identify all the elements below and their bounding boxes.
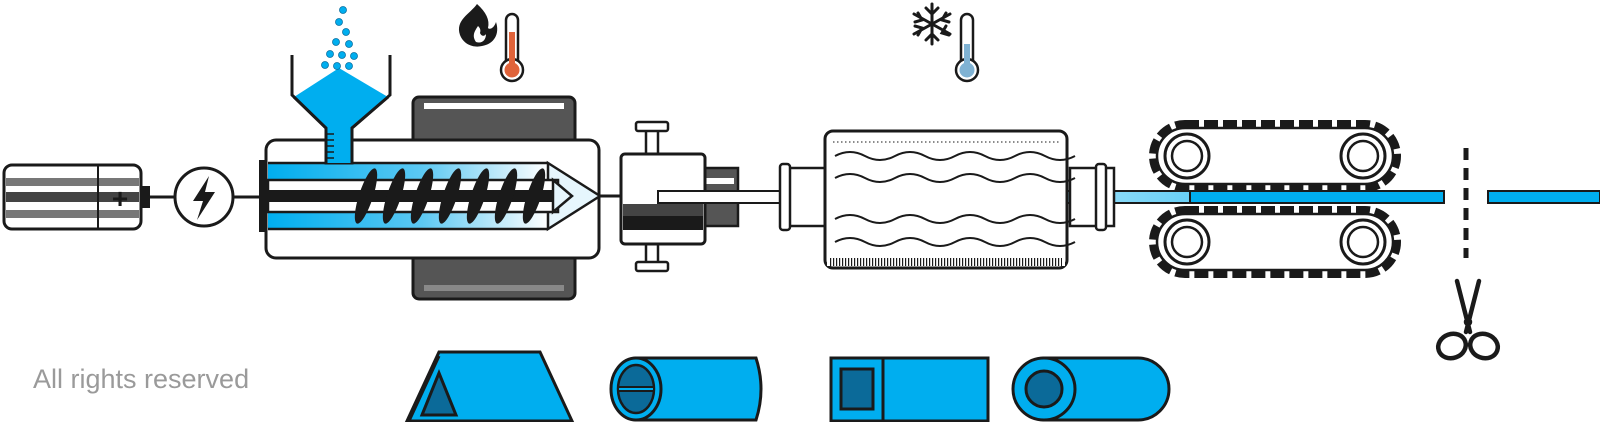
tube-profile-with-cross [609,356,763,422]
hot-thermometer-icon [499,12,525,83]
profile-through-puller [1189,190,1445,204]
pellets-icon [321,6,358,70]
square-hollow-profile [829,356,990,422]
battery-icon [2,163,174,231]
hopper-icon [290,55,392,165]
scissors-icon [1435,278,1501,361]
round-tube-profile [1011,356,1171,422]
motor-lightning-icon [173,166,262,228]
cold-thermometer-icon [954,12,980,83]
snowflake-icon [912,2,952,46]
triangular-profile [404,350,575,422]
flame-icon [458,4,498,47]
cooling-tank-icon [778,129,1116,270]
haul-off-puller-icon [1149,120,1401,278]
battery-plus-symbol: + [112,183,128,214]
extruder-barrel [259,138,660,260]
copyright-text: All rights reserved [33,364,250,394]
screw-flights [354,168,546,224]
